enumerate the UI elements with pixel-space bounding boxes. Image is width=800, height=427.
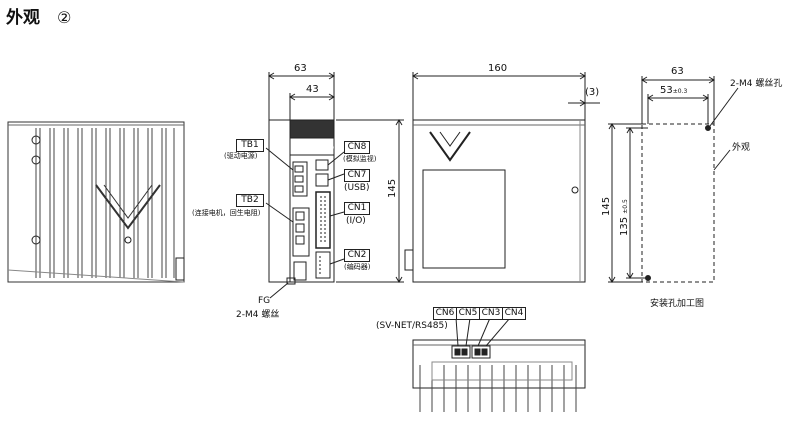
sv-net-label: (SV-NET/RS485) [376, 321, 448, 331]
cn5-box: CN5 [456, 307, 480, 320]
tb2-box: TB2 [236, 194, 264, 207]
cn6-box: CN6 [433, 307, 457, 320]
dim-front-width: 63 [294, 63, 307, 74]
cn1-box: CN1 [344, 202, 370, 215]
cn8-box: CN8 [344, 141, 370, 154]
dim-side-depth: 160 [488, 63, 508, 74]
dim-side-offset: (3) [585, 87, 600, 98]
fg-screw-label: 2-M4 螺丝 [236, 310, 280, 320]
tb2-desc: (连接电机，回生电阻) [192, 209, 261, 217]
cn4-box: CN4 [502, 307, 526, 320]
outline-label: 外观 [732, 143, 751, 153]
tb1-desc: (驱动电源) [224, 152, 258, 160]
variant-number: ② [57, 8, 72, 27]
page-title: 外观 [6, 8, 40, 28]
dim-mount-vpitch: 135 ±0.5 [619, 199, 630, 236]
bottom-view [412, 317, 586, 412]
fg-label: FG [258, 296, 271, 306]
cn2-desc: (编码器) [344, 263, 371, 271]
mount-drawing-title: 安装孔加工图 [650, 299, 705, 309]
heatsink-view [7, 121, 185, 283]
cn8-desc: (模拟监视) [343, 155, 377, 163]
cn2-box: CN2 [344, 249, 370, 262]
dim-front-inner: 43 [306, 84, 319, 95]
tb1-box: TB1 [236, 139, 264, 152]
mount-hole-label: 2-M4 螺丝孔 [730, 79, 783, 89]
dim-mount-pitch: 53±0.3 [660, 85, 688, 96]
cn7-desc: (USB) [344, 183, 370, 193]
dim-mount-width: 63 [671, 66, 684, 77]
dim-front-height: 145 [387, 178, 398, 198]
cn3-box: CN3 [479, 307, 503, 320]
cn1-desc: (I/O) [346, 216, 366, 226]
cn7-box: CN7 [344, 169, 370, 182]
front-view [265, 72, 404, 299]
mounting-drawing [608, 76, 739, 283]
dim-mount-height: 145 [601, 196, 612, 216]
device-model-label: TAD-8800 [300, 144, 335, 152]
side-view [404, 72, 600, 283]
